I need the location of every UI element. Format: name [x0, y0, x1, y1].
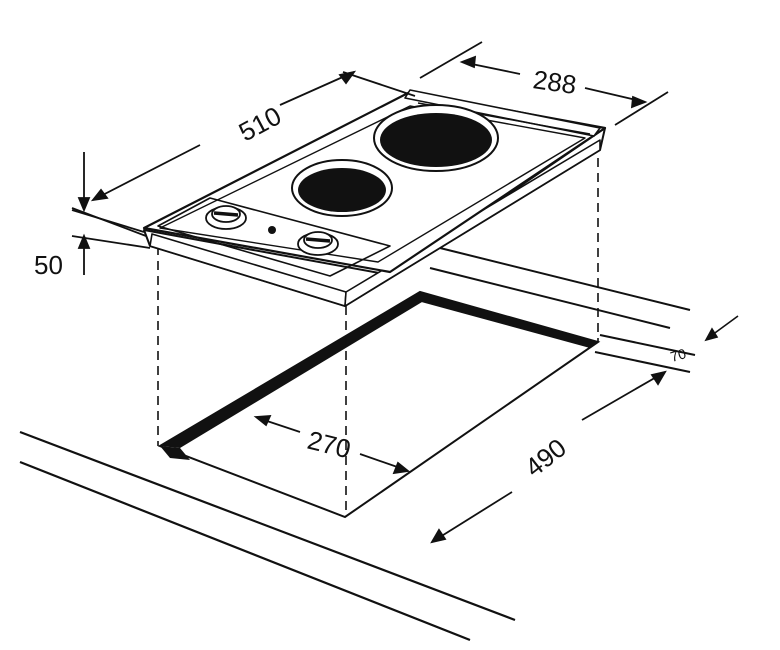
dimension-cutout-width — [430, 370, 667, 544]
dimension-cutout-depth — [253, 414, 411, 475]
label-depth: 288 — [531, 64, 578, 100]
countertop-front-edge — [19, 430, 516, 642]
dimension-depth — [419, 41, 669, 126]
countertop-back-lines — [429, 247, 696, 373]
hotplate-large — [373, 104, 499, 172]
projection-dashed-lines — [157, 158, 599, 517]
control-knob-right — [297, 231, 339, 256]
worktop-cutout — [157, 290, 601, 519]
control-knob-left — [205, 205, 247, 230]
dimension-offset — [704, 315, 739, 342]
label-height: 50 — [34, 250, 63, 280]
label-width: 510 — [234, 100, 286, 147]
label-offset: 70 — [668, 345, 688, 365]
indicator-light — [268, 226, 276, 234]
label-cutout-width: 490 — [519, 432, 572, 482]
dimension-height — [71, 152, 151, 275]
hotplate-small — [291, 159, 393, 217]
